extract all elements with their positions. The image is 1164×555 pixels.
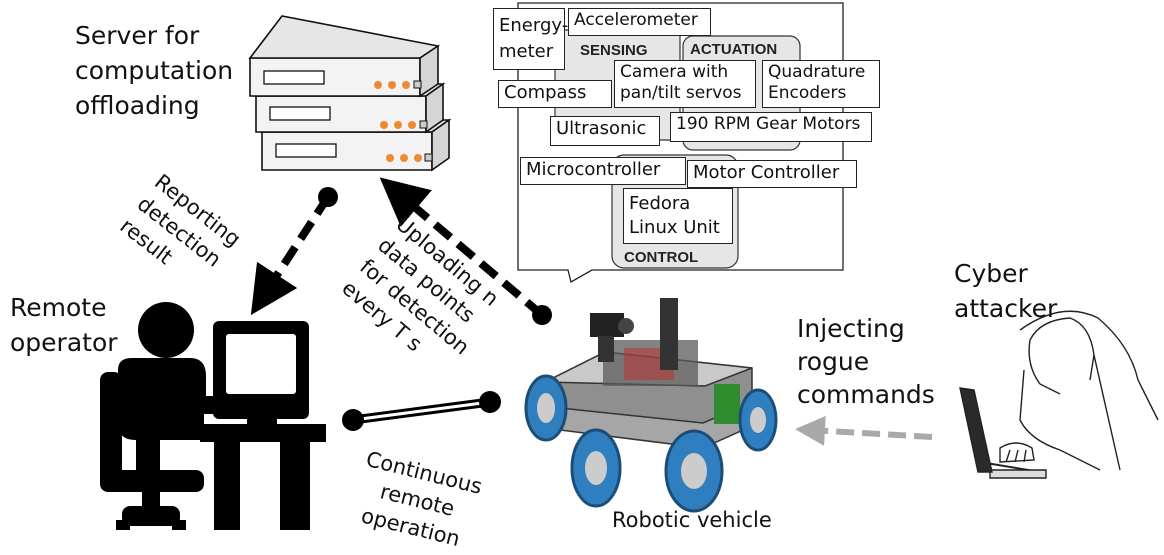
fedora-linux-unit-box: Fedora Linux Unit	[623, 188, 733, 244]
cyber-attacker-label: Cyber attacker	[954, 256, 1057, 326]
server-label: Server for computation offloading	[75, 18, 233, 123]
sensing-group-label: SENSING	[580, 42, 648, 59]
injecting-label-line: Injecting	[797, 314, 905, 343]
injecting-arrow	[795, 415, 933, 446]
camera-box: Camera with pan/tilt servos	[614, 60, 756, 108]
quadrature-encoders-line: Encoders	[768, 83, 847, 103]
server-icon	[248, 15, 452, 172]
ultrasonic-box: Ultrasonic	[550, 116, 660, 146]
remote-operator-label: Remote operator	[10, 290, 118, 360]
cyber-attacker-label-line: attacker	[954, 294, 1058, 323]
robotic-vehicle-image	[524, 298, 778, 513]
energy-meter-box: Energy- meter	[493, 8, 569, 70]
quadrature-encoders-box: Quadrature Encoders	[762, 60, 880, 108]
continuous-operation-link	[342, 391, 501, 431]
microcontroller-box: Microcontroller	[520, 157, 686, 185]
cyber-attacker-label-line: Cyber	[954, 259, 1028, 288]
motor-controller-box: Motor Controller	[687, 160, 857, 188]
diagram-canvas	[100, 2, 1159, 530]
fedora-linux-unit-line: Linux Unit	[629, 217, 720, 238]
actuation-group-label: ACTUATION	[690, 41, 778, 58]
fedora-linux-unit-line: Fedora	[629, 193, 691, 214]
camera-box-line: pan/tilt servos	[620, 83, 742, 103]
remote-operator-label-line: Remote	[10, 293, 107, 322]
accelerometer-box: Accelerometer	[568, 8, 711, 36]
injecting-label: Injecting rogue commands	[797, 312, 935, 411]
gear-motors-box: 190 RPM Gear Motors	[670, 112, 872, 142]
energy-meter-line: meter	[499, 41, 554, 62]
quadrature-encoders-line: Quadrature	[768, 62, 866, 82]
energy-meter-line: Energy-	[499, 15, 569, 36]
injecting-label-line: rogue	[797, 347, 870, 376]
server-label-line: offloading	[75, 91, 200, 120]
reporting-arrow	[250, 187, 338, 316]
cyber-attacker-icon	[959, 310, 1159, 479]
server-label-line: Server for	[75, 21, 200, 50]
compass-box: Compass	[498, 80, 612, 108]
camera-box-line: Camera with	[620, 62, 729, 82]
remote-operator-icon	[100, 302, 326, 530]
control-group-label: CONTROL	[624, 249, 699, 266]
server-label-line: computation	[75, 56, 234, 85]
uploading-arrow	[379, 177, 552, 325]
injecting-label-line: commands	[797, 380, 935, 409]
robotic-vehicle-label: Robotic vehicle	[612, 508, 772, 532]
remote-operator-label-line: operator	[10, 328, 118, 357]
